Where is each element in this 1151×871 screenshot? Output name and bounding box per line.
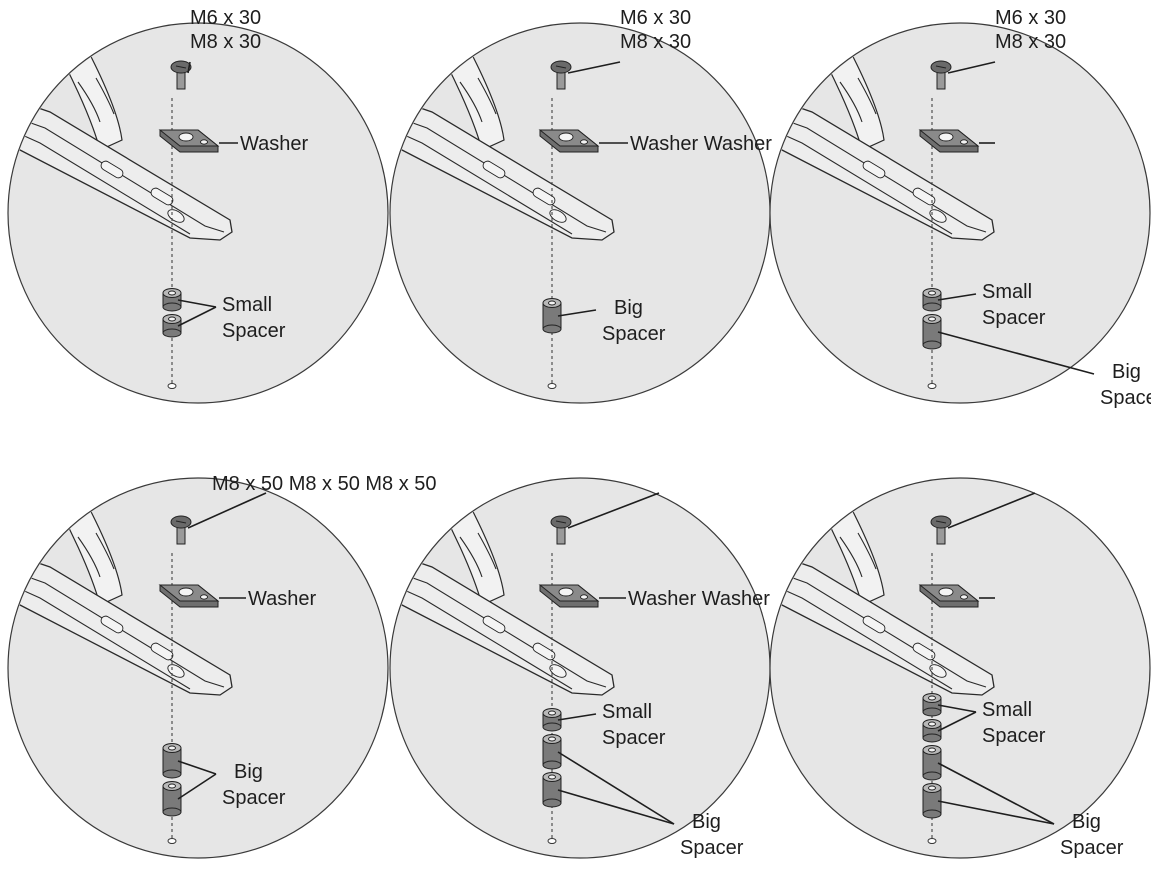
screw-icon: [170, 515, 192, 545]
spacer-cylinder-icon: [922, 745, 942, 781]
screw-size-label: M6 x 30: [190, 7, 261, 29]
screw-leader: [187, 492, 267, 529]
spacer-leader: [557, 751, 675, 825]
mount-hole: [547, 383, 557, 389]
spacer-cylinder-icon: [922, 693, 942, 717]
screw-icon: [550, 60, 572, 90]
mount-hole: [167, 383, 177, 389]
spacer-leader: [177, 306, 217, 327]
spacer-label: Spacer: [222, 787, 286, 809]
washer-label: Washer: [240, 133, 309, 155]
spacer-leader: [937, 704, 977, 713]
washer-plate-icon: [158, 584, 220, 608]
spacer-cylinder-icon: [542, 772, 562, 808]
spacer-leader: [177, 299, 217, 308]
screw-size-label: M8 x 30: [995, 31, 1066, 53]
rail-bracket-icon: [391, 479, 615, 696]
screw-size-label: M6 x 30: [995, 7, 1066, 29]
screw-icon: [550, 515, 572, 545]
washer-label: Washer Washer: [630, 133, 772, 155]
mount-hole: [927, 838, 937, 844]
spacer-cylinder-icon: [922, 719, 942, 743]
washer-plate-icon: [538, 584, 600, 608]
spacer-cylinder-icon: [542, 298, 562, 334]
screw-leader: [947, 492, 1036, 529]
screw-icon: [930, 515, 952, 545]
spacer-label: Spacer: [1060, 837, 1124, 859]
spacer-label: Small: [982, 699, 1032, 721]
spacer-cylinder-icon: [162, 781, 182, 817]
washer-label: Washer Washer: [628, 588, 770, 610]
spacer-leader: [937, 800, 1055, 825]
spacer-leader: [557, 713, 597, 721]
spacer-leader: [177, 760, 217, 775]
screw-size-label: M8 x 30: [620, 31, 691, 53]
spacer-leader: [557, 309, 597, 317]
spacer-label: Spacer: [982, 307, 1046, 329]
spacer-cylinder-icon: [162, 743, 182, 779]
spacer-leader: [937, 762, 1055, 825]
screw-size-label: M6 x 30: [620, 7, 691, 29]
screw-size-label: M8 x 50 M8 x 50 M8 x 50: [212, 473, 437, 495]
spacer-leader: [557, 789, 675, 825]
washer-plate-icon: [538, 129, 600, 153]
spacer-label: Big: [614, 297, 643, 319]
spacer-leader: [937, 331, 1095, 375]
spacer-label: Spacer: [222, 320, 286, 342]
spacer-label: Small: [602, 701, 652, 723]
spacer-label: Spacer: [680, 837, 744, 859]
spacer-cylinder-icon: [922, 783, 942, 819]
spacer-cylinder-icon: [162, 314, 182, 338]
spacer-cylinder-icon: [542, 708, 562, 732]
spacer-cylinder-icon: [542, 734, 562, 770]
spacer-label: Small: [982, 281, 1032, 303]
spacer-label: Spacer: [602, 727, 666, 749]
spacer-label: Spacer: [1100, 387, 1151, 409]
screw-leader: [947, 61, 996, 74]
mount-hole: [547, 838, 557, 844]
spacer-label: Big: [692, 811, 721, 833]
spacer-leader: [937, 293, 977, 301]
screw-icon: [170, 60, 192, 90]
spacer-label: Big: [1072, 811, 1101, 833]
screw-leader: [187, 61, 191, 74]
washer-plate-icon: [158, 129, 220, 153]
spacer-label: Big: [1112, 361, 1141, 383]
spacer-label: Small: [222, 294, 272, 316]
washer-label: Washer: [248, 588, 317, 610]
spacer-leader: [937, 711, 977, 732]
spacer-leader: [177, 773, 217, 800]
screw-leader: [567, 61, 621, 74]
screw-leader: [567, 492, 660, 529]
screw-icon: [930, 60, 952, 90]
spacer-label: Spacer: [982, 725, 1046, 747]
washer-plate-icon: [918, 584, 980, 608]
washer-plate-icon: [918, 129, 980, 153]
spacer-label: Big: [234, 761, 263, 783]
mount-hole: [167, 838, 177, 844]
mount-hole: [927, 383, 937, 389]
screw-size-label: M8 x 30: [190, 31, 261, 53]
spacer-label: Spacer: [602, 323, 666, 345]
spacer-cylinder-icon: [922, 288, 942, 312]
